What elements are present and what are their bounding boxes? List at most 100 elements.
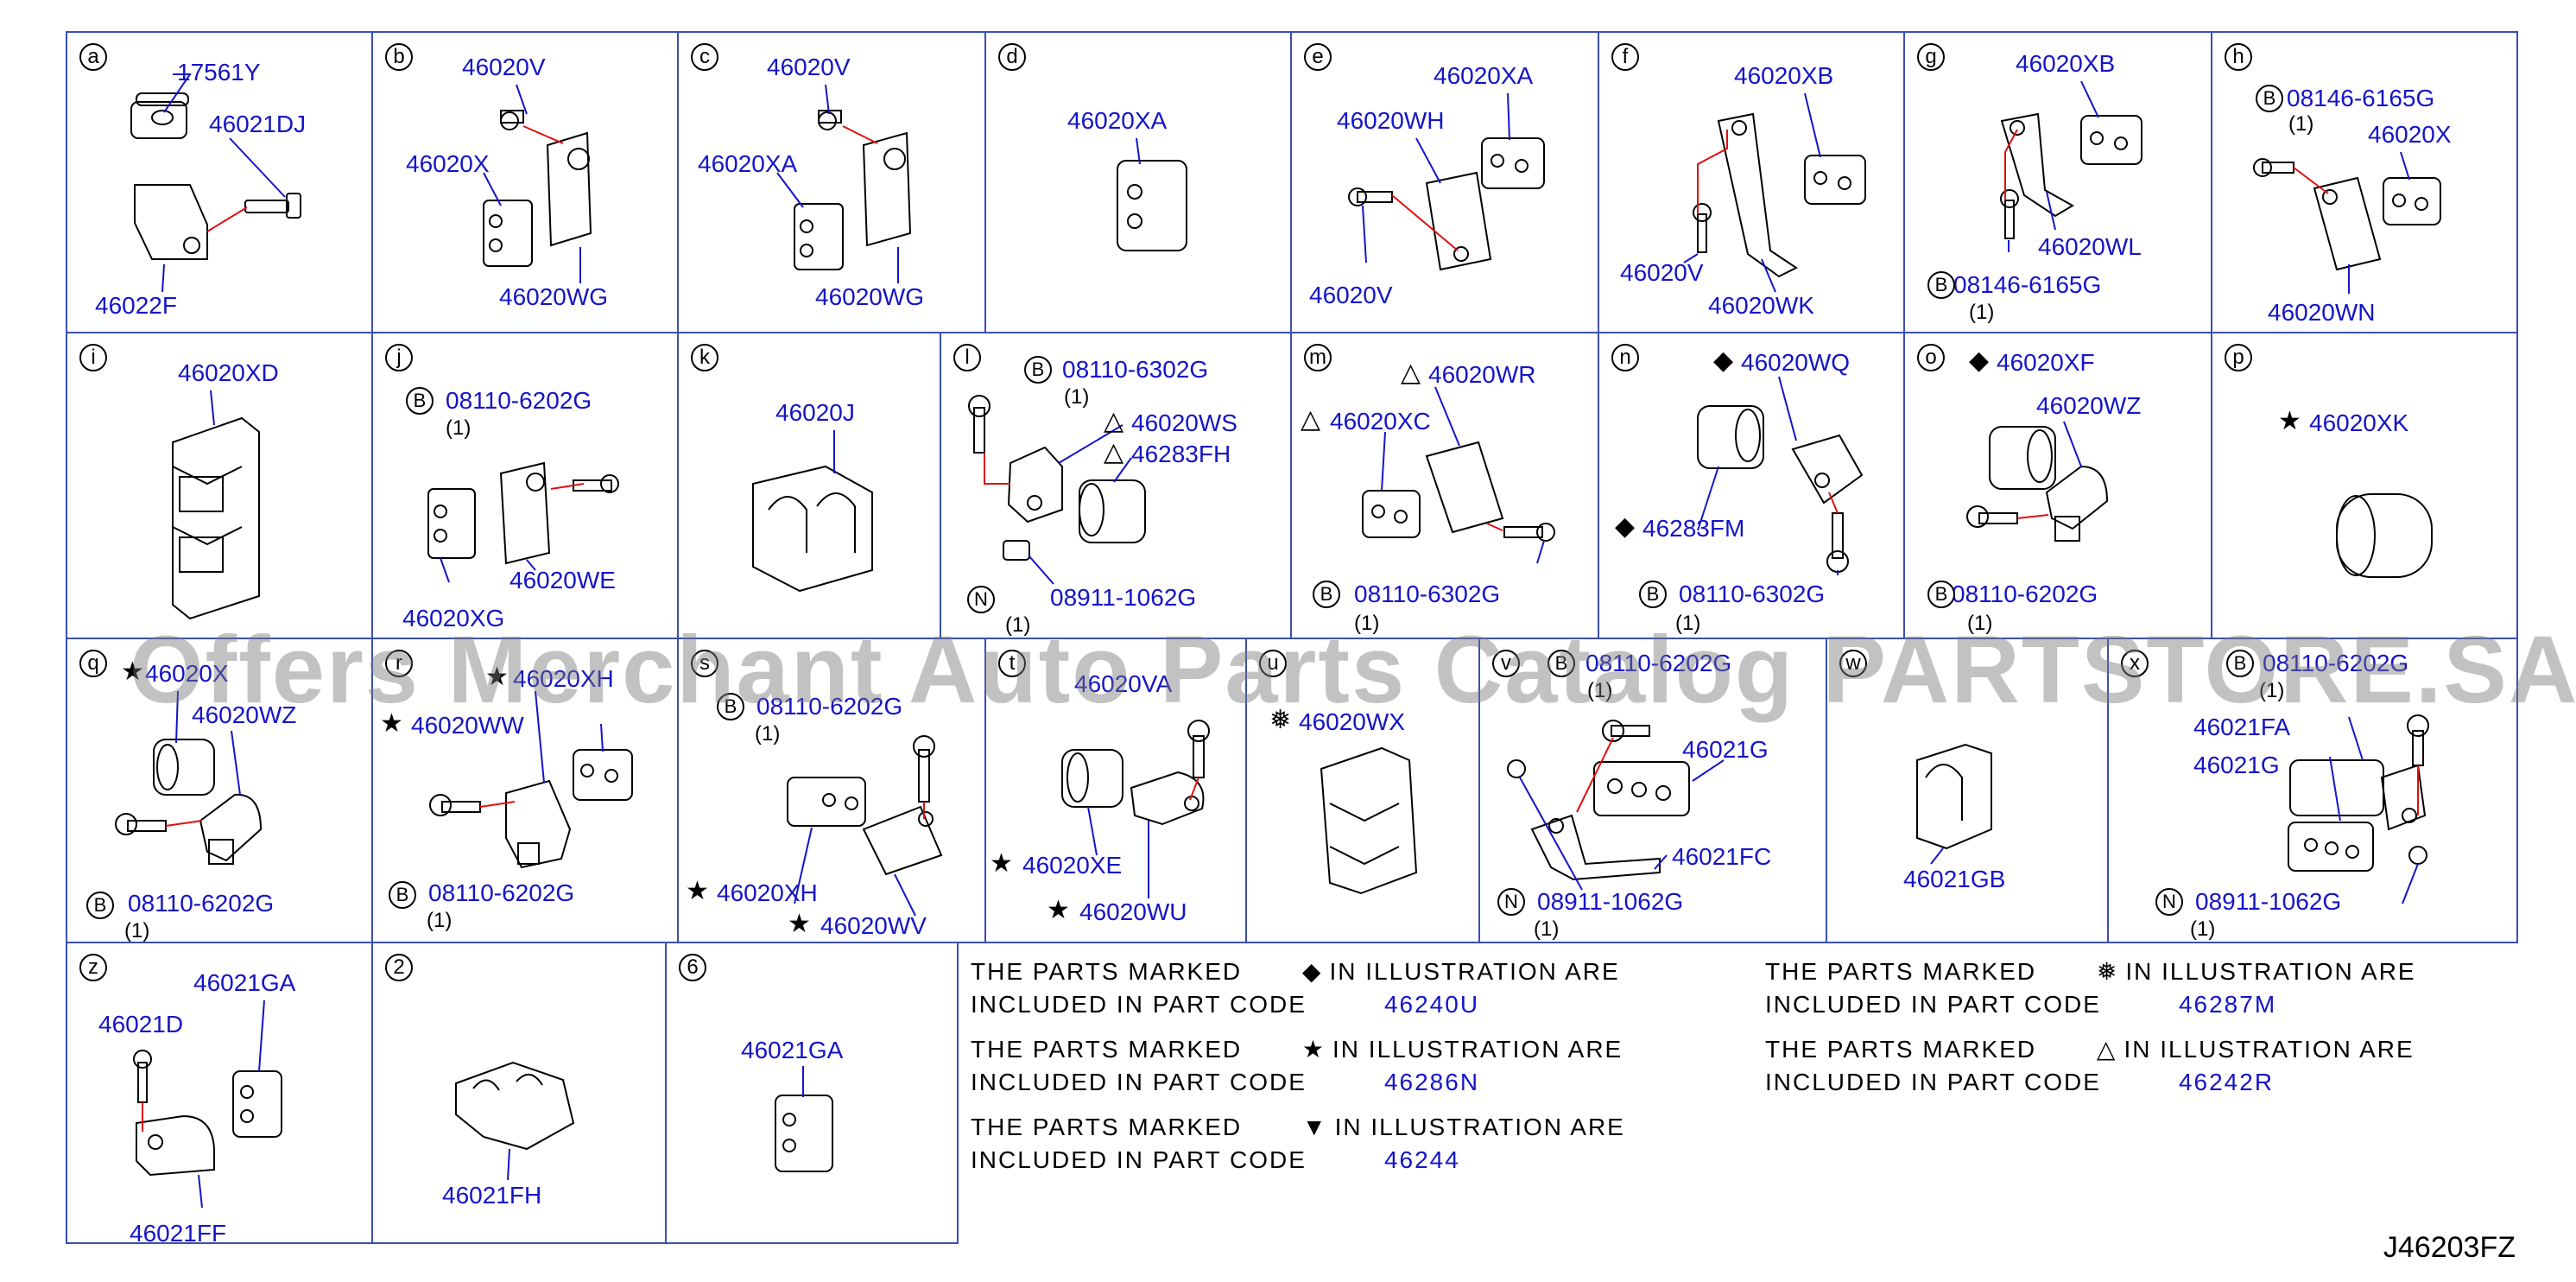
part-number-label[interactable]: 46021DJ xyxy=(209,111,307,137)
part-number-label[interactable]: 08110-6202G xyxy=(1952,581,2098,607)
nut-badge: N xyxy=(2155,888,2183,916)
part-number-label[interactable]: 46283FH xyxy=(1131,441,1231,467)
cell-letter: j xyxy=(385,344,413,371)
part-number-label[interactable]: 08110-6202G xyxy=(428,879,575,906)
quantity-label: (1) xyxy=(427,909,453,932)
part-number-label[interactable]: 46021GA xyxy=(193,969,296,996)
part-number-label[interactable]: 46020XE xyxy=(1022,852,1123,879)
part-number-label[interactable]: 46021D xyxy=(98,1011,184,1038)
part-number-label[interactable]: 46020XA xyxy=(698,150,798,177)
legend-note: THE PARTS MARKED ❅IN ILLUSTRATION ARE IN… xyxy=(1765,958,2416,1018)
cell-letter: w xyxy=(1839,650,1867,677)
quantity-label: (1) xyxy=(1587,679,1613,702)
part-number-label[interactable]: 46021GA xyxy=(741,1037,844,1063)
bolt-badge: B xyxy=(1927,581,1955,608)
part-number-label[interactable]: 46020XG xyxy=(402,605,505,631)
part-number-label[interactable]: 46020XB xyxy=(1734,62,1834,89)
part-number-label[interactable]: 08911-1062G xyxy=(2195,888,2342,915)
star-icon: ★ xyxy=(121,657,144,686)
cell-letter: z xyxy=(79,954,107,981)
part-number-label[interactable]: 46021FH xyxy=(442,1182,542,1209)
part-number-label[interactable]: 46020WU xyxy=(1079,898,1187,925)
part-number-label[interactable]: 46020WH xyxy=(1337,107,1445,134)
part-number-label[interactable]: 46283FM xyxy=(1642,515,1745,542)
star-icon: ★ xyxy=(686,877,709,905)
part-number-label[interactable]: 46020X xyxy=(2368,121,2452,148)
part-number-label[interactable]: 46020WZ xyxy=(192,701,297,728)
cell-letter: k xyxy=(691,344,718,371)
part-number-label[interactable]: 08110-6302G xyxy=(1679,581,1826,607)
triangle-icon: △ xyxy=(1104,407,1124,435)
quantity-label: (1) xyxy=(2259,679,2285,702)
part-number-label[interactable]: 46020XC xyxy=(1330,408,1431,435)
part-number-label[interactable]: 46020WZ xyxy=(2036,392,2142,419)
part-number-label[interactable]: 46021FA xyxy=(2193,714,2291,740)
quantity-label: (1) xyxy=(755,722,781,746)
part-number-label[interactable]: 46020WR xyxy=(1428,361,1536,388)
part-number-label[interactable]: 46020WL xyxy=(2038,233,2142,260)
quantity-label: (1) xyxy=(1675,612,1701,635)
part-number-label[interactable]: 08911-1062G xyxy=(1050,584,1197,611)
nut-badge: N xyxy=(967,586,995,613)
part-number-label[interactable]: 08146-6165G xyxy=(1953,271,2102,298)
part-number-label[interactable]: 46020J xyxy=(775,399,855,426)
part-number-label[interactable]: 46020XA xyxy=(1067,107,1168,134)
part-number-label[interactable]: 46020XH xyxy=(717,879,818,906)
part-number-label[interactable]: 46020WW xyxy=(411,712,524,739)
part-number-label[interactable]: 46021G xyxy=(1682,736,1769,763)
part-number-label[interactable]: 17561Y xyxy=(177,59,261,86)
cell-letter: 6 xyxy=(679,954,706,981)
bolt-badge: B xyxy=(2226,650,2254,677)
cell-letter: x xyxy=(2121,650,2149,677)
cell-letter: h xyxy=(2225,43,2252,71)
part-number-label[interactable]: 46020WX xyxy=(1299,708,1405,735)
part-number-label[interactable]: 46020XB xyxy=(2016,50,2116,77)
part-number-label[interactable]: 46021FC xyxy=(1672,843,1772,870)
diagram-reference: J46203FZ xyxy=(2383,1231,2516,1264)
part-number-label[interactable]: 46020WQ xyxy=(1741,349,1851,376)
part-number-label[interactable]: 46020X xyxy=(145,660,229,687)
part-number-label[interactable]: 46020WV xyxy=(820,912,927,939)
cell-letter: f xyxy=(1611,43,1639,71)
part-number-label[interactable]: 46020V xyxy=(462,54,546,80)
part-number-label[interactable]: 46020WN xyxy=(2268,299,2376,326)
part-number-label[interactable]: 46022F xyxy=(95,292,177,319)
part-number-label[interactable]: 46020XD xyxy=(178,359,279,386)
quantity-label: (1) xyxy=(1967,612,1993,635)
part-number-label[interactable]: 46021GB xyxy=(1903,866,2006,892)
part-number-label[interactable]: 46020WE xyxy=(510,567,616,593)
part-number-label[interactable]: 08146-6165G xyxy=(2287,85,2435,111)
cell-x xyxy=(2107,638,2518,943)
part-number-label[interactable]: 46020XH xyxy=(513,665,614,692)
part-number-label[interactable]: 46020XF xyxy=(1997,349,2095,376)
part-number-label[interactable]: 46020XK xyxy=(2309,409,2409,436)
part-number-label[interactable]: 08911-1062G xyxy=(1537,888,1684,915)
part-number-label[interactable]: 08110-6302G xyxy=(1354,581,1501,607)
part-number-label[interactable]: 46020WS xyxy=(1131,409,1237,436)
part-number-label[interactable]: 46020XA xyxy=(1434,62,1534,89)
triangle-down-icon: ▼ xyxy=(1301,1114,1328,1140)
part-number-label[interactable]: 08110-6302G xyxy=(1062,356,1209,383)
triangle-icon: △ xyxy=(1301,405,1321,434)
star-icon: ★ xyxy=(1301,1036,1326,1063)
part-number-label[interactable]: 46020WK xyxy=(1708,292,1814,319)
part-number-label[interactable]: 46021FF xyxy=(130,1220,227,1247)
part-number-label[interactable]: 08110-6202G xyxy=(1585,650,1732,676)
cell-letter: d xyxy=(998,43,1026,71)
part-number-label[interactable]: 46020V xyxy=(1620,259,1704,286)
triangle-icon: △ xyxy=(2096,1036,2117,1063)
part-number-label[interactable]: 46020WG xyxy=(499,283,609,310)
part-number-label[interactable]: 46020X xyxy=(406,150,490,177)
part-number-label[interactable]: 46020V xyxy=(1309,282,1393,308)
part-number-label[interactable]: 46021G xyxy=(2193,752,2280,778)
part-number-label[interactable]: 46020VA xyxy=(1074,670,1173,697)
quantity-label: (1) xyxy=(1064,385,1090,409)
part-number-label[interactable]: 08110-6202G xyxy=(446,387,592,414)
cell-letter: a xyxy=(79,43,107,71)
part-number-label[interactable]: 46020WG xyxy=(815,283,925,310)
part-number-label[interactable]: 08110-6202G xyxy=(756,693,903,720)
part-number-label[interactable]: 08110-6202G xyxy=(128,890,275,917)
part-number-label[interactable]: 08110-6202G xyxy=(2263,650,2409,676)
part-number-label[interactable]: 46020V xyxy=(767,54,851,80)
